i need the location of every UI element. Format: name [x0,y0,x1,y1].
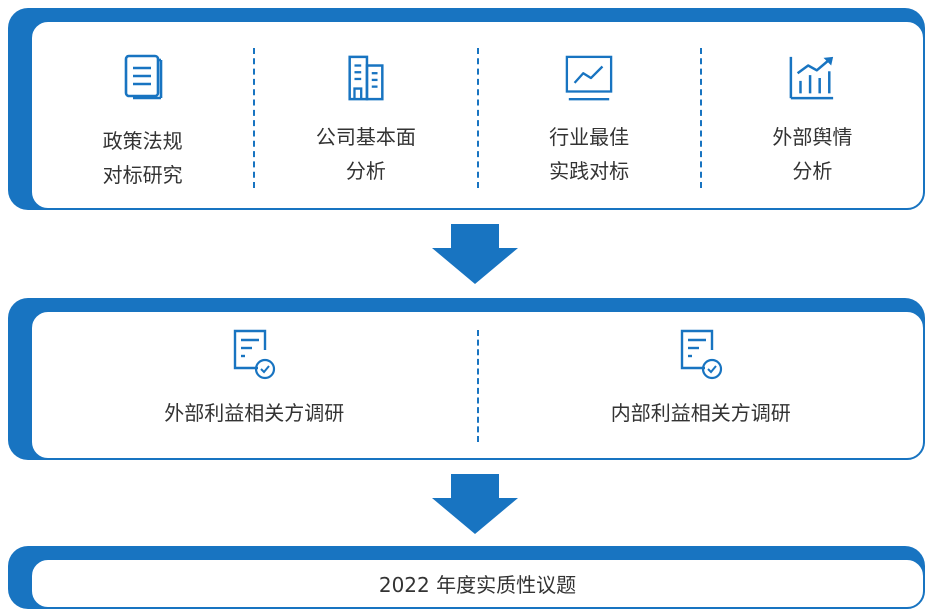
item-label-line1: 行业最佳 [549,125,630,149]
panel-card: 外部利益相关方调研 内部利益相关方调研 [30,310,925,460]
item-label-line2: 分析 [345,159,386,183]
item-label-line2: 分析 [792,159,833,183]
item-label-line2: 实践对标 [549,159,630,183]
item-policy-research: 政策法规 对标研究 [32,22,253,208]
down-arrow-icon [432,224,518,284]
document-list-icon [124,54,162,100]
research-panel: 政策法规 对标研究 公司基本面 分析 [8,8,925,210]
bar-chart-trend-icon [790,56,834,100]
item-internal-survey: 内部利益相关方调研 [476,329,924,442]
item-label-line1: 公司基本面 [315,125,416,149]
result-panel: 2022 年度实质性议题 [8,546,925,609]
item-label-line1: 政策法规 [102,129,183,153]
line-chart-icon [565,55,613,101]
down-arrow-icon [432,474,518,534]
item-label: 内部利益相关方调研 [610,401,791,425]
item-label-line2: 对标研究 [102,163,183,187]
item-company-analysis: 公司基本面 分析 [253,48,476,188]
survey-panel: 外部利益相关方调研 内部利益相关方调研 [8,298,925,460]
item-label: 外部利益相关方调研 [164,401,345,425]
panel-card: 2022 年度实质性议题 [30,558,925,609]
checked-form-icon [234,329,276,380]
item-public-opinion: 外部舆情 分析 [699,48,923,188]
panel-card: 政策法规 对标研究 公司基本面 分析 [30,20,925,210]
building-icon [348,55,384,101]
result-label: 2022 年度实质性议题 [378,573,577,597]
item-label-line1: 外部舆情 [772,125,853,149]
item-external-survey: 外部利益相关方调研 [32,312,477,458]
item-industry-benchmark: 行业最佳 实践对标 [476,48,700,188]
checked-form-icon [680,329,722,380]
